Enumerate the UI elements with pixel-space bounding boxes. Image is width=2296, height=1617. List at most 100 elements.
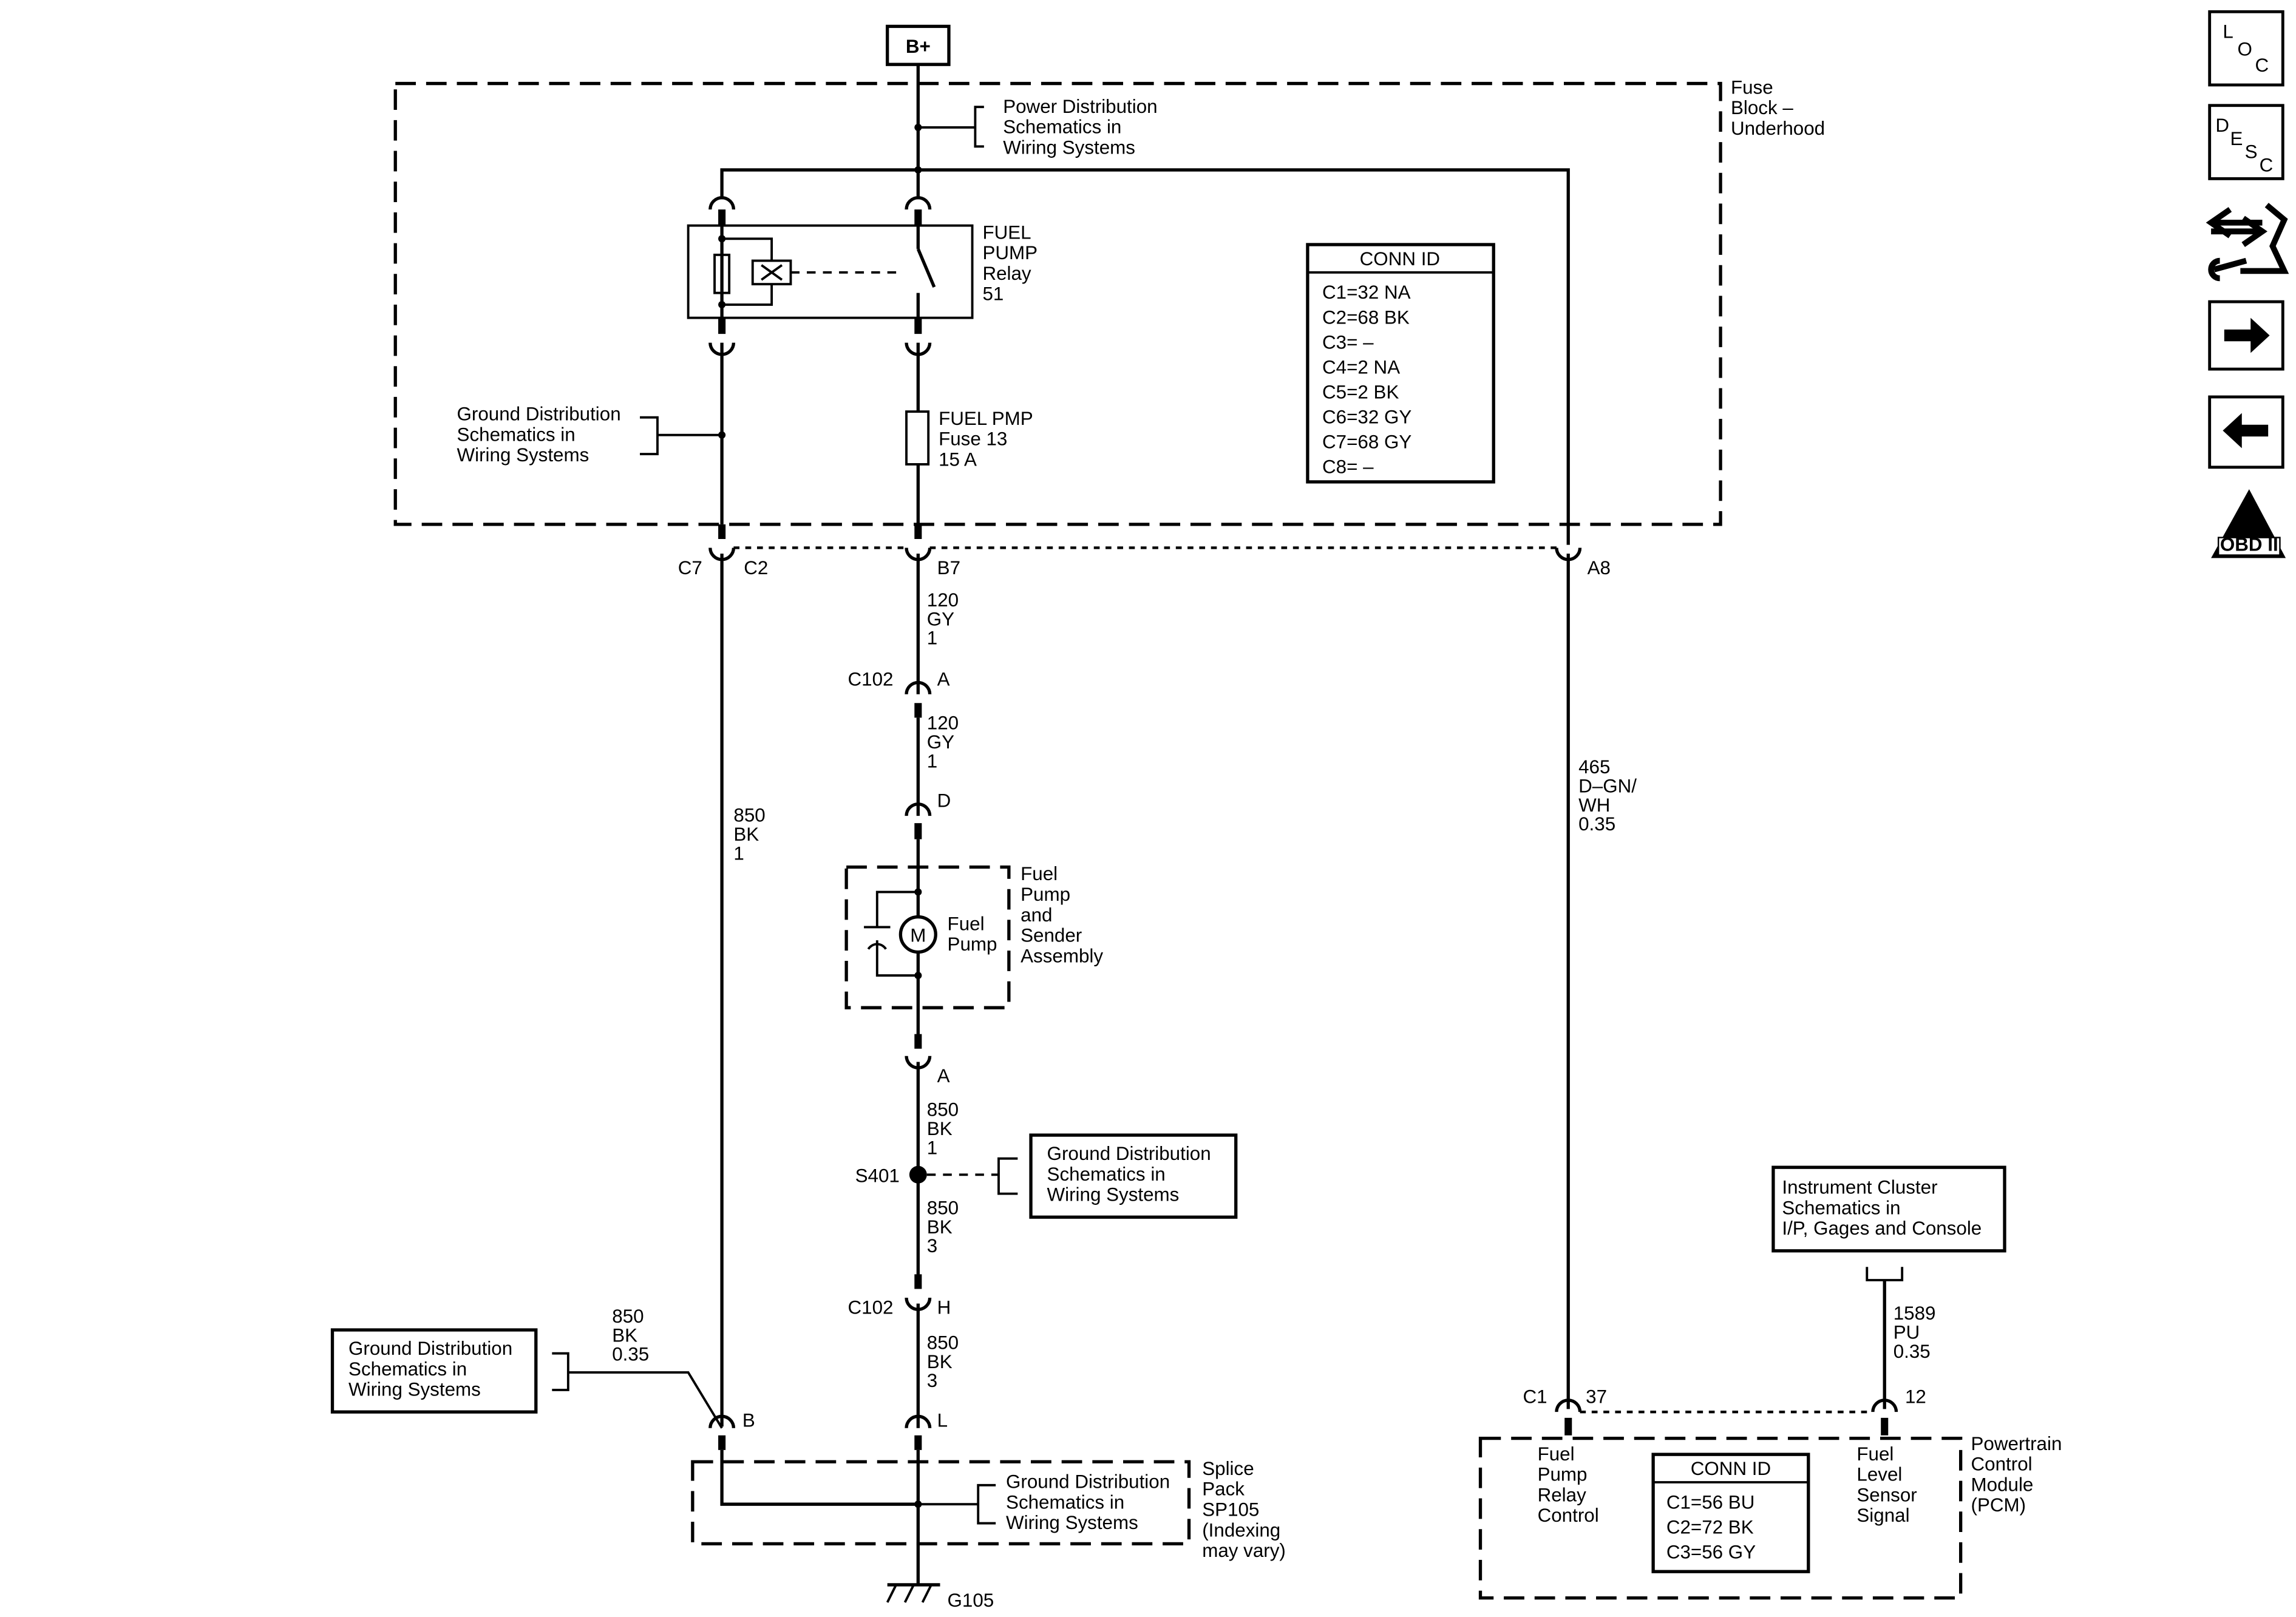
- back-arrow-icon[interactable]: [2208, 395, 2284, 469]
- next-arrow-icon[interactable]: [2208, 300, 2284, 371]
- splice-s401-label: S401: [855, 1165, 900, 1186]
- pin-a-pump: A: [937, 1065, 950, 1086]
- obd-ii-icon[interactable]: II OBD II: [2211, 489, 2286, 558]
- relay-coil: [713, 253, 731, 294]
- pcm-conn-id-table: [1651, 1453, 1810, 1573]
- pin-c7: C7: [678, 557, 702, 578]
- svg-text:C: C: [2260, 154, 2274, 175]
- pin-c102-a: A: [937, 668, 950, 690]
- svg-text:OBD II: OBD II: [2220, 534, 2278, 555]
- pin-c102-h: H: [937, 1297, 951, 1318]
- pin-b: B: [742, 1409, 755, 1431]
- fuse-block-boundary: [393, 81, 1722, 526]
- fuse-block-conn-id-table: [1306, 243, 1495, 484]
- instrument-cluster-reference: [1771, 1165, 2006, 1253]
- battery-positive-box: [886, 24, 951, 66]
- pin-l: L: [937, 1409, 948, 1431]
- battery-positive-label: B+: [906, 36, 931, 57]
- pin-a8: A8: [1588, 557, 1611, 578]
- fuel-pump-fuse: [905, 410, 930, 466]
- motor-symbol: M: [910, 925, 926, 946]
- svg-text:O: O: [2238, 39, 2252, 60]
- svg-text:S: S: [2245, 141, 2258, 163]
- splice-s401: [909, 1165, 927, 1184]
- pin-b7: B7: [937, 557, 960, 578]
- troubleshoot-icon[interactable]: [2206, 203, 2289, 282]
- connector-c102-bottom: C102: [848, 1297, 894, 1318]
- svg-text:II: II: [2244, 518, 2254, 539]
- svg-text:D: D: [2215, 115, 2229, 136]
- powertrain-control-module: [1478, 1436, 1963, 1600]
- pcm-connector-c1: C1: [1523, 1386, 1547, 1408]
- svg-text:E: E: [2230, 128, 2243, 149]
- connector-c102-top: C102: [848, 668, 894, 690]
- loc-icon[interactable]: L O C: [2208, 10, 2284, 87]
- pin-12: 12: [1905, 1386, 1926, 1408]
- conn-id-title: CONN ID: [1360, 248, 1440, 270]
- ground-reference-s401: [1029, 1133, 1238, 1219]
- desc-icon[interactable]: D E S C: [2208, 104, 2284, 180]
- fuel-pump-relay: [687, 224, 974, 319]
- splice-pack-sp105: [691, 1460, 1191, 1546]
- pcm-conn-id-title: CONN ID: [1691, 1458, 1771, 1479]
- fuel-pump-sender-assembly: [844, 865, 1011, 1009]
- relay-switch: [916, 248, 936, 288]
- ground-g105-symbol: [886, 1583, 940, 1603]
- ground-reference-left: [330, 1328, 538, 1414]
- pin-37: 37: [1586, 1386, 1607, 1408]
- pin-c2: C2: [744, 557, 768, 578]
- svg-text:L: L: [2223, 21, 2233, 42]
- ground-g105-label: G105: [948, 1590, 994, 1611]
